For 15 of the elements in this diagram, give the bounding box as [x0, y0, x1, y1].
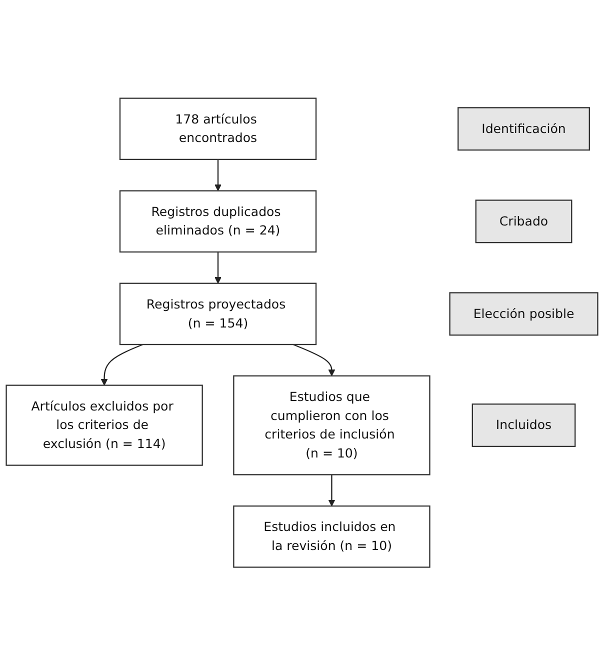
node-box: Registros proyectados (n = 154) [119, 283, 317, 346]
arrow [328, 474, 336, 507]
node-box: Estudios incluidos en la revisión (n = 10) [233, 506, 430, 568]
node-box: Registros duplicados eliminados (n = 24) [119, 190, 317, 253]
node-box: Estudios que cumplieron con los criterios de inclusión (n = 10) [233, 376, 430, 476]
node-box: Incluidos [472, 404, 576, 448]
node-box: Cribado [475, 200, 572, 244]
arrow [214, 252, 222, 284]
arrow [214, 160, 222, 192]
node-box: Identificación [458, 107, 590, 151]
node-box: Elección posible [449, 292, 598, 336]
arrow [100, 344, 144, 386]
node-box: Artículos excluidos por los criterios de exclusión (n = 114) [6, 384, 203, 466]
arrow [292, 344, 336, 376]
node-box: 178 artículos encontrados [119, 98, 317, 160]
